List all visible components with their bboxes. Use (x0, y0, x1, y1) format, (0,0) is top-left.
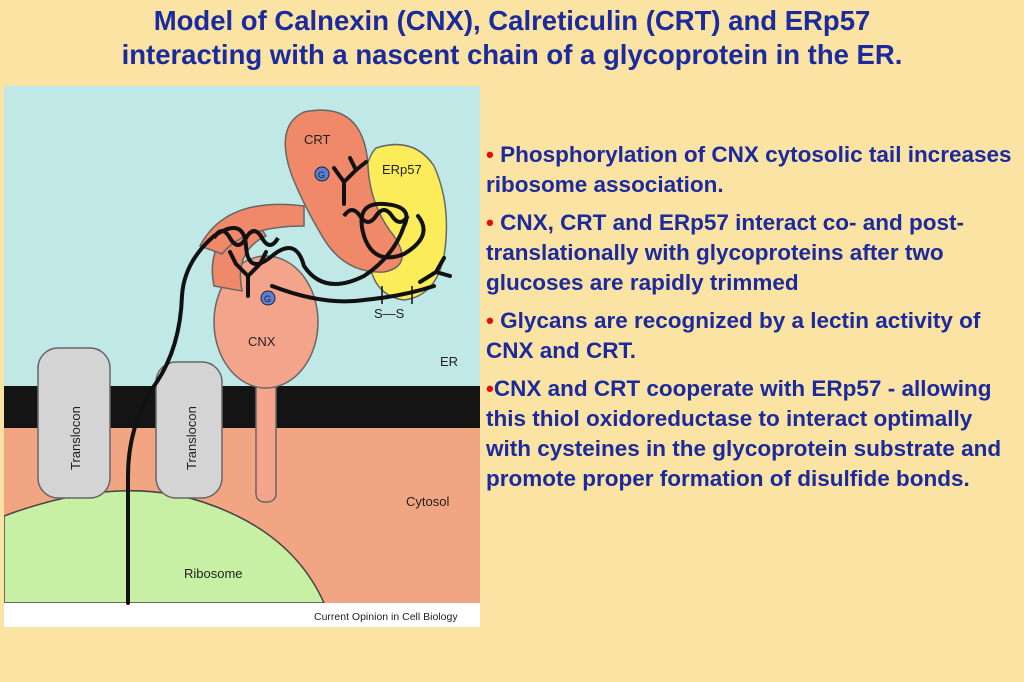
cnx-transmembrane-stalk (255, 375, 277, 503)
glucose-crt-icon (314, 166, 330, 182)
bullet-marker: • (486, 210, 494, 235)
bullet-marker: • (486, 376, 494, 401)
crt-arm (198, 203, 305, 255)
label-translocon-right: Translocon (184, 406, 199, 470)
chain-coil-right (342, 208, 410, 224)
nascent-polypeptide-chain (126, 201, 436, 605)
bullet-marker: • (486, 142, 494, 167)
glucose-cnx-icon (260, 290, 276, 306)
label-crt: CRT (304, 132, 331, 147)
chain-coil-left (212, 229, 280, 247)
bullet-list: • Phosphorylation of CNX cytosolic tail … (486, 140, 1018, 502)
translocon-left (37, 347, 111, 499)
bullet-marker: • (486, 308, 494, 333)
label-er: ER (440, 354, 458, 369)
bullet-text: CNX and CRT cooperate with ERp57 - allow… (486, 376, 1002, 491)
slide-title: Model of Calnexin (CNX), Calreticulin (C… (0, 4, 1024, 72)
label-cytosol: Cytosol (406, 494, 449, 509)
bullet-item: •CNX and CRT cooperate with ERp57 - allo… (486, 374, 1018, 494)
label-erp57: ERp57 (382, 162, 422, 177)
glycan-cnx (228, 250, 268, 298)
label-glucose-crt: G (318, 170, 325, 180)
translocon-right (155, 361, 223, 499)
bullet-text: CNX, CRT and ERp57 interact co- and post… (486, 210, 964, 295)
label-disulfide: S—S (374, 306, 405, 321)
cnx-crt-erp57-diagram: CRT ERp57 CNX ER Cytosol Ribosome Transl… (4, 86, 480, 627)
glycan-erp57 (418, 256, 452, 284)
figure-source-caption: Current Opinion in Cell Biology (314, 611, 458, 623)
label-translocon-left: Translocon (68, 406, 83, 470)
label-cnx: CNX (248, 334, 276, 349)
bullet-item: • CNX, CRT and ERp57 interact co- and po… (486, 208, 1018, 298)
glycan-crt (332, 156, 368, 206)
bullet-text: Phosphorylation of CNX cytosolic tail in… (486, 142, 1012, 197)
label-glucose-cnx: G (264, 294, 271, 304)
title-line-2: interacting with a nascent chain of a gl… (121, 39, 903, 70)
bullet-item: • Glycans are recognized by a lectin act… (486, 306, 1018, 366)
bullet-item: • Phosphorylation of CNX cytosolic tail … (486, 140, 1018, 200)
title-line-1: Model of Calnexin (CNX), Calreticulin (C… (153, 5, 871, 36)
bullet-text: Glycans are recognized by a lectin activ… (486, 308, 981, 363)
label-ribosome: Ribosome (184, 566, 243, 581)
caption-bar (4, 603, 480, 627)
